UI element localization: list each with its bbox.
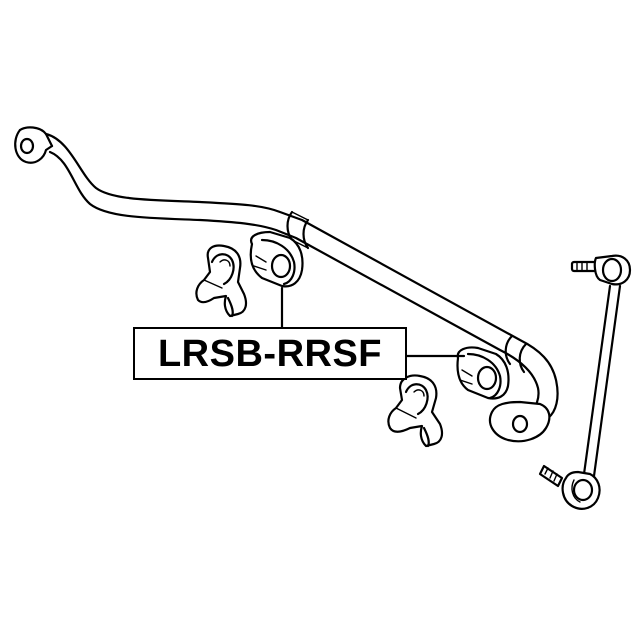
part-number-text: LRSB-RRSF [157, 332, 383, 375]
stabilizer-bar [14, 126, 559, 443]
leader-lines [280, 286, 466, 358]
bracket-upper [195, 244, 248, 318]
bushing-upper [249, 230, 304, 288]
bushing-lower [456, 346, 510, 400]
stabilizer-link [538, 254, 632, 510]
part-number-label: LRSB-RRSF [133, 327, 407, 380]
bracket-lower [387, 374, 444, 448]
